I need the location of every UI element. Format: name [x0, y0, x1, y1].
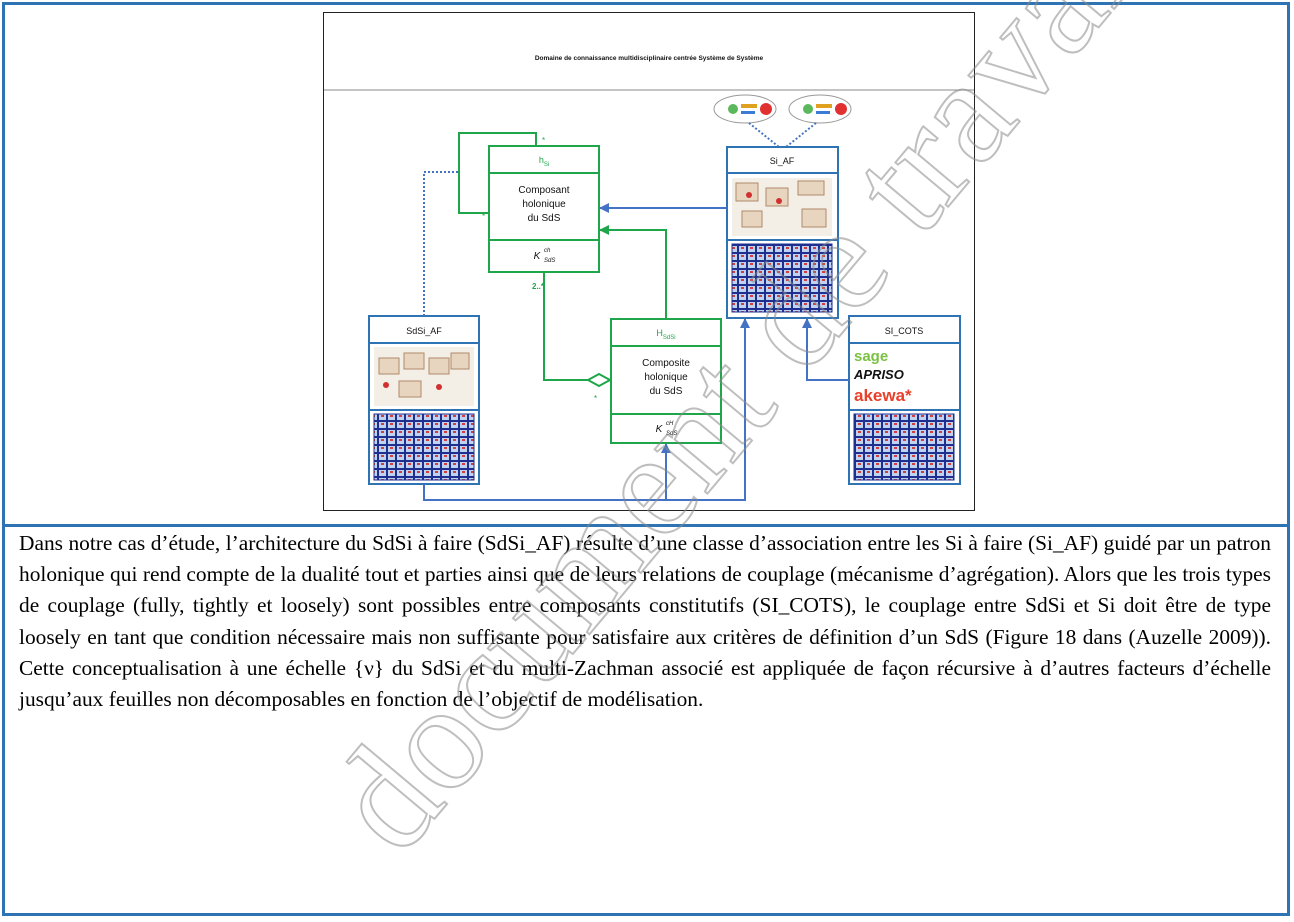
self-association: [458, 132, 537, 214]
class-sdsi-af: SdSi_AF: [368, 315, 480, 485]
bubble-link: [748, 122, 780, 148]
class-H-sdsi: HSdSi Composite holonique du SdS K cH Sd…: [610, 318, 722, 444]
mult-comp: *: [594, 394, 597, 403]
class-si-af: Si_AF: [726, 146, 839, 319]
H-sdsi-body-3: du SdS: [650, 386, 683, 397]
aggregation-link: [543, 272, 588, 381]
h-si-body-2: holonique: [522, 199, 566, 210]
class-h-si: hSi Composant holonique du SdS K ch SdS: [488, 145, 600, 273]
aggregation-diamond: [585, 372, 613, 388]
diagram-title: Domaine de connaissance multidisciplinai…: [535, 55, 764, 62]
bubble-link-2: [785, 122, 817, 148]
svg-text:HSdSi: HSdSi: [656, 328, 675, 341]
logo-akewa: akewa*: [854, 386, 912, 405]
si-cots-name: SI_COTS: [885, 326, 924, 336]
logo-apriso: APRISO: [853, 367, 904, 382]
h-si-body-3: du SdS: [528, 213, 561, 224]
mult-self: *: [542, 136, 545, 145]
H-sdsi-body-2: holonique: [644, 372, 688, 383]
H-sdsi-k: K: [656, 424, 664, 435]
link-cots-to-siaf: [802, 318, 849, 381]
si-cots-zachman-grid: [853, 413, 955, 481]
link-sdsi-bottom: [423, 318, 750, 501]
si-af-name: Si_AF: [770, 156, 795, 166]
H-sdsi-body-1: Composite: [642, 358, 690, 369]
sdsi-af-name: SdSi_AF: [406, 326, 442, 336]
h-si-k: K: [534, 251, 542, 262]
H-sdsi-sub: SdSi: [663, 335, 676, 341]
generalization-H-to-h: [599, 225, 667, 319]
h-si-body-1: Composant: [518, 185, 569, 196]
class-si-cots: SI_COTS sage APRISO akewa*: [848, 315, 961, 485]
mult-self-2: *: [482, 212, 485, 221]
si-af-zachman-grid: [731, 243, 833, 313]
H-sdsi-name: H: [656, 328, 663, 338]
sos-diagram: Domaine de connaissance multidisciplinai…: [323, 12, 975, 511]
frame-divider: [5, 524, 1287, 527]
h-si-sub: Si: [544, 162, 549, 168]
H-sdsi-k-sub: SdS: [666, 431, 677, 437]
mult-agg: 2..*: [532, 282, 545, 291]
body-paragraph: Dans notre cas d’étude, l’architecture d…: [19, 531, 1271, 712]
app-bubble-icon-2: [788, 94, 852, 124]
sdsi-af-process-image: [374, 347, 474, 406]
h-si-name: h: [539, 155, 544, 165]
h-si-k-sub: SdS: [544, 258, 555, 264]
logo-sage: sage: [854, 348, 888, 365]
app-bubble-icon: [713, 94, 777, 124]
H-sdsi-k-sup: cH: [666, 421, 674, 427]
svg-text:hSi: hSi: [539, 155, 549, 168]
association-class-link: [423, 171, 459, 316]
h-si-k-sup: ch: [544, 248, 551, 254]
si-af-process-image: [732, 178, 832, 236]
sdsi-af-zachman-grid: [373, 413, 475, 481]
